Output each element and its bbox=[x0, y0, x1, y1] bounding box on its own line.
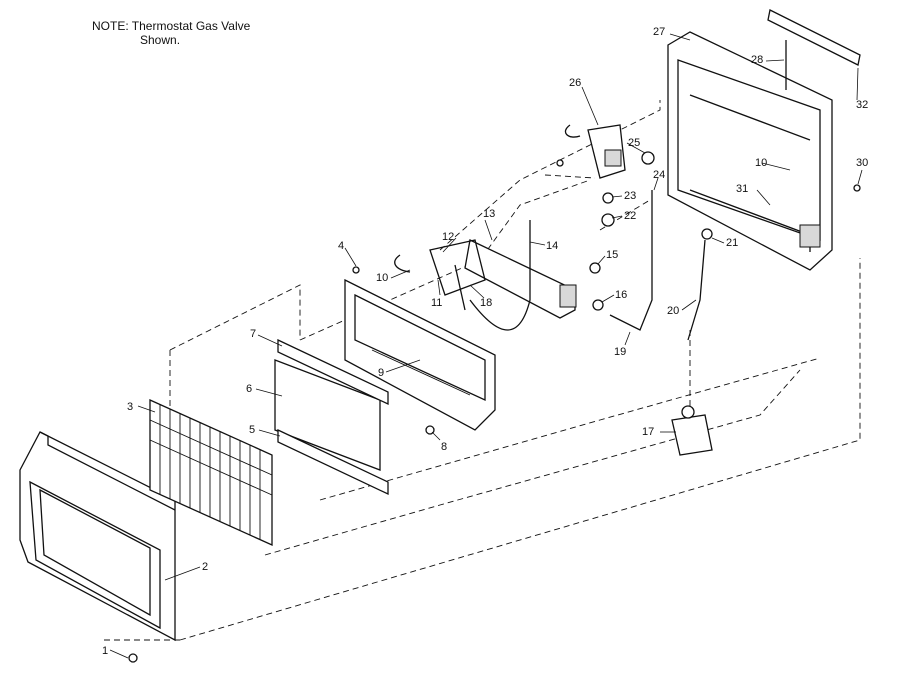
note-line-1: Thermostat Gas Valve bbox=[131, 19, 251, 33]
callout-17: 17 bbox=[642, 426, 654, 438]
callout-28: 28 bbox=[751, 54, 763, 66]
callouts: 1 2 3 4 5 6 7 8 9 10 10 11 12 13 14 15 1… bbox=[102, 26, 868, 657]
callout-31: 31 bbox=[736, 183, 748, 195]
callout-15: 15 bbox=[606, 249, 618, 261]
part-17-regulator[interactable] bbox=[671, 405, 713, 456]
part-3-grille[interactable] bbox=[149, 398, 273, 547]
callout-26: 26 bbox=[569, 77, 581, 89]
part-27-back-cabinet[interactable] bbox=[667, 31, 833, 271]
part-26-gas-valve[interactable] bbox=[564, 124, 626, 179]
callout-12: 12 bbox=[442, 231, 454, 243]
callout-9: 9 bbox=[378, 367, 384, 379]
callout-6: 6 bbox=[246, 383, 252, 395]
callout-30: 30 bbox=[856, 157, 868, 169]
callout-4: 4 bbox=[338, 240, 344, 252]
callout-25: 25 bbox=[628, 137, 640, 149]
note-line-2: Shown. bbox=[140, 33, 181, 47]
diagram-note: NOTE: Thermostat Gas Valve Shown. bbox=[92, 19, 250, 47]
part-9-combustion-frame[interactable] bbox=[344, 278, 496, 431]
callout-23: 23 bbox=[624, 190, 636, 202]
part-19-gas-tubing[interactable] bbox=[609, 190, 653, 331]
fasteners bbox=[128, 40, 861, 663]
part-7-top-retainer[interactable] bbox=[277, 338, 389, 406]
part-2-front-cabinet[interactable] bbox=[19, 431, 176, 642]
callout-10-pilot: 10 bbox=[376, 272, 388, 284]
part-5-bottom-retainer[interactable] bbox=[277, 428, 389, 496]
callout-1: 1 bbox=[102, 645, 108, 657]
callout-24: 24 bbox=[653, 169, 665, 181]
callout-16: 16 bbox=[615, 289, 627, 301]
callout-2: 2 bbox=[202, 561, 208, 573]
callout-27: 27 bbox=[653, 26, 665, 38]
callout-7: 7 bbox=[250, 328, 256, 340]
callout-11: 11 bbox=[431, 297, 442, 309]
leader-lines bbox=[109, 33, 863, 659]
callout-13: 13 bbox=[483, 208, 495, 220]
part-32-trim-strip[interactable] bbox=[767, 9, 861, 66]
assembly-outline bbox=[100, 100, 861, 641]
callout-10-back: 10 bbox=[755, 157, 767, 169]
callout-5: 5 bbox=[249, 424, 255, 436]
callout-32: 32 bbox=[856, 99, 868, 111]
part-6-glass-panel[interactable] bbox=[274, 359, 381, 471]
part-12-pilot-assembly[interactable] bbox=[394, 220, 531, 331]
callout-19: 19 bbox=[614, 346, 626, 358]
note-label: NOTE: bbox=[92, 19, 129, 33]
callout-14: 14 bbox=[546, 240, 558, 252]
callout-8: 8 bbox=[441, 441, 447, 453]
part-13-burner-tube[interactable] bbox=[464, 239, 577, 319]
callout-22: 22 bbox=[624, 210, 636, 222]
callout-20: 20 bbox=[667, 305, 679, 317]
callout-21: 21 bbox=[726, 237, 738, 249]
callout-3: 3 bbox=[127, 401, 133, 413]
callout-18: 18 bbox=[480, 297, 492, 309]
part-20-valve-tube[interactable] bbox=[687, 239, 706, 341]
